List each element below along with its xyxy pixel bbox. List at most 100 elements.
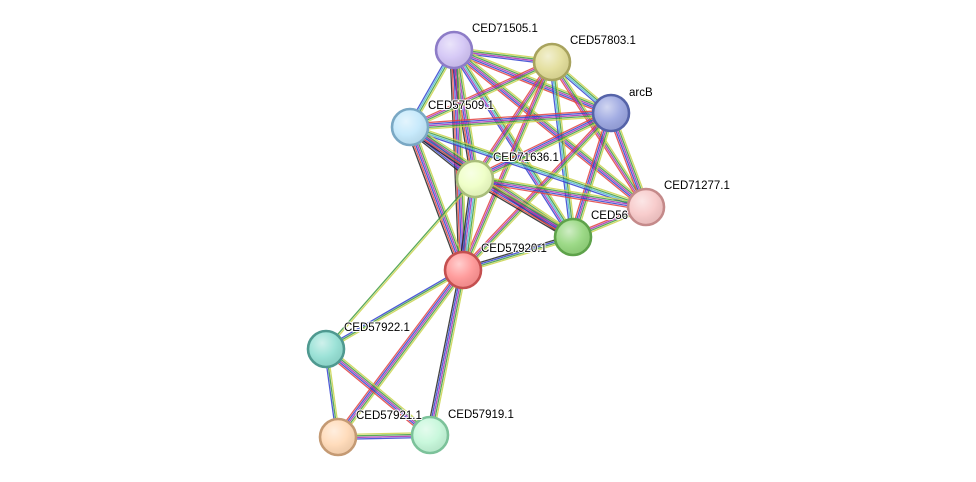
edge-evidence-line [426, 269, 461, 435]
edge-evidence-line [336, 268, 463, 437]
edge-ced57803-1-ced57509-1 [408, 59, 554, 130]
edge-evidence-line [326, 270, 465, 351]
edge-evidence-line [326, 179, 477, 350]
edge-evidence-line [476, 115, 613, 183]
node-ced57919-1[interactable] [410, 415, 450, 455]
node-label-ced71277-1: CED71277.1 [664, 180, 730, 192]
edge-arcb-ced57509-1 [409, 109, 612, 131]
edge-evidence-line [409, 127, 646, 209]
edge-evidence-line [410, 62, 553, 129]
edge-evidence-line [340, 271, 467, 440]
edge-ced71636-1-ced57922-1 [324, 178, 477, 350]
node-ced57803-1[interactable] [532, 42, 572, 82]
node-highlight [594, 96, 628, 130]
edge-evidence-line [457, 49, 480, 179]
edge-evidence-line [409, 110, 611, 127]
edge-evidence-line [408, 127, 463, 271]
edge-evidence-line [464, 62, 555, 272]
node-label-ced57921-1: CED57921.1 [356, 410, 422, 422]
node-highlight [629, 190, 663, 224]
edge-evidence-line [408, 59, 552, 126]
edge-evidence-line [475, 176, 647, 207]
edge-ced57803-1-ced56 [548, 61, 577, 238]
node-highlight [446, 253, 480, 287]
edge-evidence-line [323, 350, 429, 438]
node-label-ced57922-1: CED57922.1 [344, 322, 410, 334]
edge-evidence-line [454, 48, 648, 207]
edge-evidence-line [552, 61, 648, 207]
node-ced71636-1[interactable] [455, 159, 495, 199]
edge-ced57920-1-ced57922-1 [324, 268, 465, 351]
edge-ced71636-1-ced71277-1 [474, 175, 647, 211]
node-highlight [321, 420, 355, 454]
nodes-layer [306, 30, 666, 457]
edge-evidence-line [475, 113, 612, 182]
edge-evidence-line [474, 181, 646, 211]
node-highlight [393, 110, 427, 144]
edge-evidence-line [573, 113, 614, 238]
edge-evidence-line [409, 109, 611, 125]
node-highlight [437, 33, 471, 67]
node-highlight [556, 220, 590, 254]
edge-evidence-line [326, 347, 432, 435]
edge-evidence-line [476, 174, 576, 235]
edge-evidence-line [327, 346, 433, 434]
node-ced71505-1[interactable] [434, 30, 474, 70]
edge-evidence-line [430, 270, 466, 436]
node-label-ced57803-1: CED57803.1 [570, 35, 636, 47]
edge-evidence-line [410, 63, 554, 130]
edge-evidence-line [409, 128, 646, 210]
node-ced57509-1[interactable] [390, 107, 430, 147]
node-ced57922-1[interactable] [306, 329, 346, 369]
edge-evidence-line [409, 112, 612, 128]
edge-ced57920-1-ced57921-1 [334, 267, 467, 440]
node-highlight [309, 332, 343, 366]
edge-evidence-line [475, 175, 647, 205]
edge-ced57509-1-ced71277-1 [409, 124, 647, 210]
edge-evidence-line [474, 179, 646, 210]
edge-evidence-line [455, 49, 479, 179]
edge-evidence-line [324, 178, 475, 349]
edge-evidence-line [453, 49, 612, 114]
node-highlight [413, 418, 447, 452]
edge-evidence-line [570, 112, 611, 237]
edge-evidence-line [553, 61, 577, 237]
node-label-ced71505-1: CED71505.1 [472, 23, 538, 35]
node-highlight [535, 45, 569, 79]
edge-evidence-line [472, 181, 572, 242]
edge-evidence-line [325, 269, 464, 350]
node-arcb[interactable] [591, 93, 631, 133]
edge-evidence-line [337, 269, 464, 438]
node-ced56[interactable] [553, 217, 593, 257]
edge-evidence-line [474, 178, 647, 208]
edge-evidence-line [460, 60, 551, 270]
edge-evidence-line [474, 112, 612, 180]
edge-evidence-line [552, 61, 575, 237]
node-ced57921-1[interactable] [318, 417, 358, 457]
edge-evidence-line [450, 51, 571, 240]
edge-evidence-line [549, 62, 645, 209]
edge-evidence-line [427, 269, 463, 435]
node-highlight [458, 162, 492, 196]
edge-evidence-line [569, 111, 609, 237]
node-label-ced56: CED56 [591, 210, 628, 222]
edge-evidence-line [454, 46, 613, 111]
edge-evidence-line [432, 270, 467, 436]
edge-evidence-line [410, 126, 465, 270]
node-ced71277-1[interactable] [626, 187, 666, 227]
edge-evidence-line [474, 110, 611, 179]
node-ced57920-1[interactable] [443, 250, 483, 290]
edge-evidence-line [429, 269, 464, 436]
edge-ced57920-1-ced57919-1 [426, 269, 467, 436]
edge-evidence-line [453, 50, 611, 116]
edge-evidence-line [455, 47, 649, 206]
edge-evidence-line [452, 50, 646, 209]
edge-evidence-line [572, 112, 612, 238]
edge-evidence-line [413, 125, 468, 269]
edge-evidence-line [453, 49, 574, 238]
node-label-ced71636-1: CED71636.1 [493, 152, 559, 164]
edge-evidence-line [452, 50, 573, 239]
node-label-ced57919-1: CED57919.1 [448, 409, 514, 421]
